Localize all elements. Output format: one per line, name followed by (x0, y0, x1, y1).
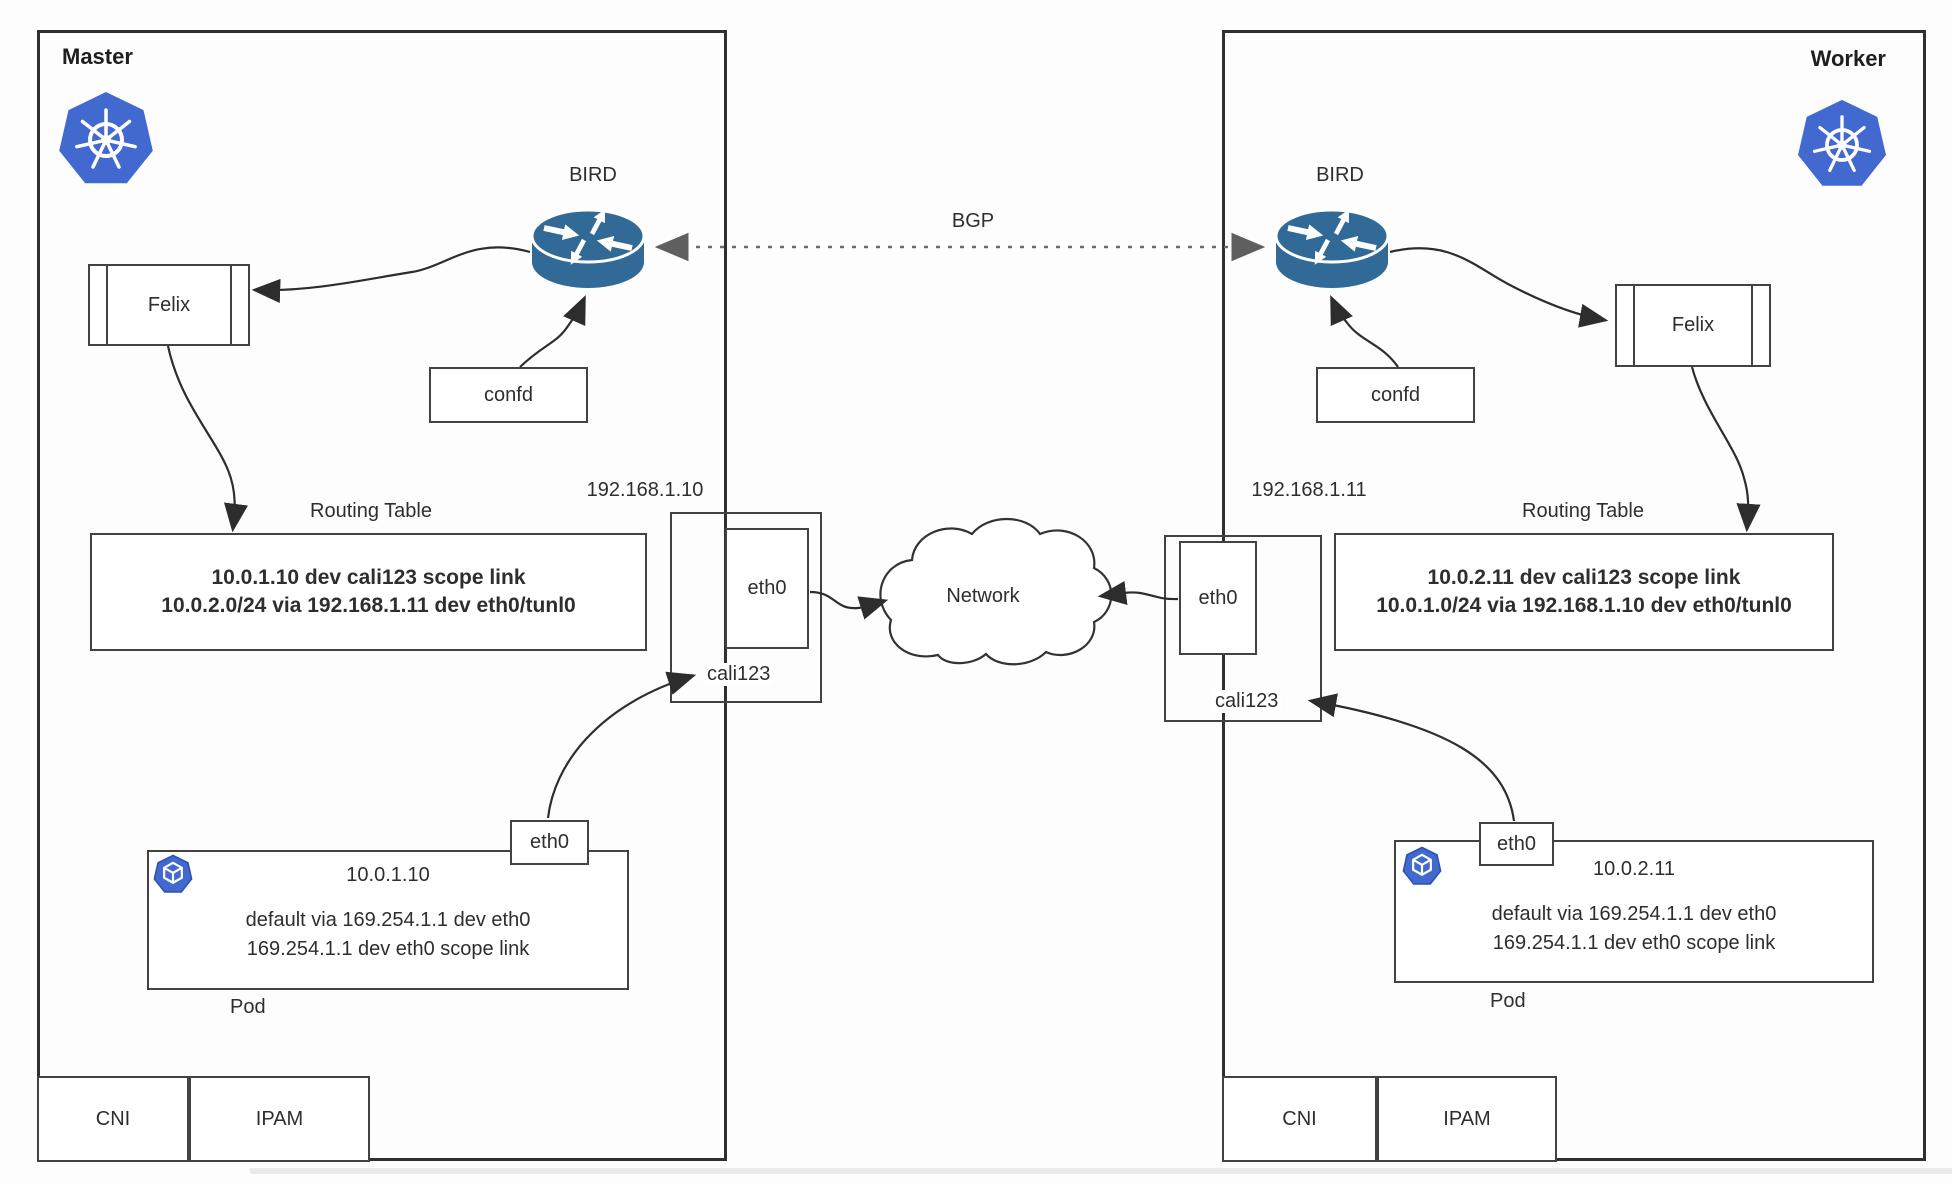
host-ip-label-master: 192.168.1.10 (586, 479, 704, 501)
pod-eth0-label: eth0 (530, 831, 569, 853)
host-ip-label-worker: 192.168.1.11 (1251, 479, 1367, 501)
confd-box-master: confd (429, 367, 588, 423)
pod-caption-master: Pod (230, 996, 266, 1018)
routing-table-title-worker: Routing Table (1522, 500, 1644, 522)
bird-router-icon (1274, 208, 1390, 288)
pod-route: default via 169.254.1.1 dev eth0 (1491, 903, 1777, 925)
bird-label-worker: BIRD (1316, 164, 1364, 186)
eth0-label: eth0 (1198, 586, 1238, 609)
ipam-label: IPAM (1443, 1107, 1491, 1130)
felix-label: Felix (147, 293, 191, 316)
pod-eth0-box-master: eth0 (510, 820, 589, 865)
pod-ip-label-master: 10.0.1.10 (346, 864, 430, 886)
cni-label: CNI (1282, 1107, 1317, 1130)
cali123-label-worker: cali123 (1212, 690, 1282, 713)
confd-box-worker: confd (1316, 367, 1475, 423)
pod-eth0-label: eth0 (1497, 832, 1536, 855)
routing-entry: 10.0.1.0/24 via 192.168.1.10 dev eth0/tu… (1376, 594, 1792, 617)
felix-label: Felix (1671, 314, 1715, 336)
eth0-box-master: eth0 (725, 528, 809, 649)
routing-table-box-worker: 10.0.2.11 dev cali123 scope link 10.0.1.… (1334, 533, 1834, 651)
cni-box-master: CNI (37, 1076, 189, 1162)
pod-route: 169.254.1.1 dev eth0 scope link (246, 938, 530, 960)
pod-route: 169.254.1.1 dev eth0 scope link (1492, 932, 1776, 954)
routing-table-box-master: 10.0.1.10 dev cali123 scope link 10.0.2.… (90, 533, 647, 651)
confd-label: confd (1371, 383, 1420, 406)
nic-container-worker (1164, 535, 1322, 722)
pod-eth0-box-worker: eth0 (1479, 822, 1554, 866)
ipam-label: IPAM (255, 1107, 304, 1130)
pod-route: default via 169.254.1.1 dev eth0 (245, 909, 531, 931)
network-cloud-label: Network (946, 585, 1020, 607)
cni-box-worker: CNI (1222, 1076, 1377, 1162)
cni-label: CNI (95, 1107, 131, 1130)
bgp-link-label: BGP (951, 210, 995, 232)
eth0-box-worker: eth0 (1179, 541, 1257, 655)
routing-entry: 10.0.2.11 dev cali123 scope link (1427, 566, 1741, 589)
page-edge-shadow (250, 1168, 1952, 1174)
routing-entry: 10.0.1.10 dev cali123 scope link (211, 566, 526, 589)
pod-box-master (147, 850, 629, 990)
routing-table-title-master: Routing Table (310, 500, 432, 522)
pod-icon (153, 854, 193, 893)
cali123-label-master: cali123 (704, 663, 774, 686)
kubernetes-logo-icon (1798, 99, 1886, 186)
ipam-box-master: IPAM (189, 1076, 370, 1162)
pod-icon (1402, 846, 1442, 885)
pod-ip-label-worker: 10.0.2.11 (1593, 858, 1675, 880)
routing-entry: 10.0.2.0/24 via 192.168.1.11 dev eth0/tu… (161, 594, 576, 617)
kubernetes-logo-icon (59, 92, 153, 184)
eth0-label: eth0 (747, 577, 787, 599)
bird-label-master: BIRD (569, 164, 617, 186)
felix-box-master: Felix (88, 264, 250, 346)
confd-label: confd (484, 383, 533, 406)
master-node-title: Master (62, 44, 133, 69)
pod-caption-worker: Pod (1490, 990, 1526, 1012)
bird-router-icon (530, 208, 646, 288)
ipam-box-worker: IPAM (1377, 1076, 1557, 1162)
felix-box-worker: Felix (1615, 284, 1771, 367)
pod-box-worker (1394, 840, 1874, 983)
worker-node-title: Worker (1810, 46, 1886, 71)
